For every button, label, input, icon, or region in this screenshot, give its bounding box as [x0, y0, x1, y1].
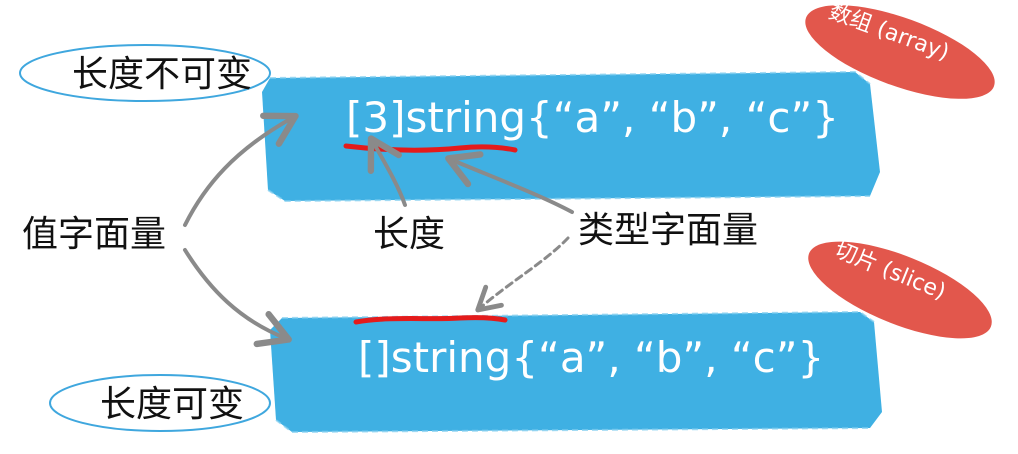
arrow-length-to-array	[367, 135, 407, 207]
arrow-value-to-array	[183, 112, 299, 227]
arrow-value-to-slice	[183, 248, 292, 348]
type-underline-slice	[353, 315, 508, 325]
array-badge	[805, 5, 995, 99]
arrow-type-to-array	[445, 151, 574, 214]
array-box	[262, 70, 880, 203]
array-code-text: [3]string{“a”, “b”, “c”}	[346, 93, 839, 142]
type-literal-label: 类型字面量	[578, 210, 758, 251]
fixed-length-label: 长度不可变	[72, 54, 252, 95]
value-literal-label: 值字面量	[22, 214, 166, 255]
length-label: 长度	[373, 214, 445, 255]
fixed-length-ellipse	[19, 44, 271, 102]
variable-length-ellipse	[49, 374, 271, 432]
slice-code-text: []string{“a”, “b”, “c”}	[358, 333, 824, 382]
variable-length-label: 长度可变	[100, 384, 244, 425]
slice-badge	[808, 241, 992, 339]
arrow-type-to-slice	[475, 236, 570, 313]
